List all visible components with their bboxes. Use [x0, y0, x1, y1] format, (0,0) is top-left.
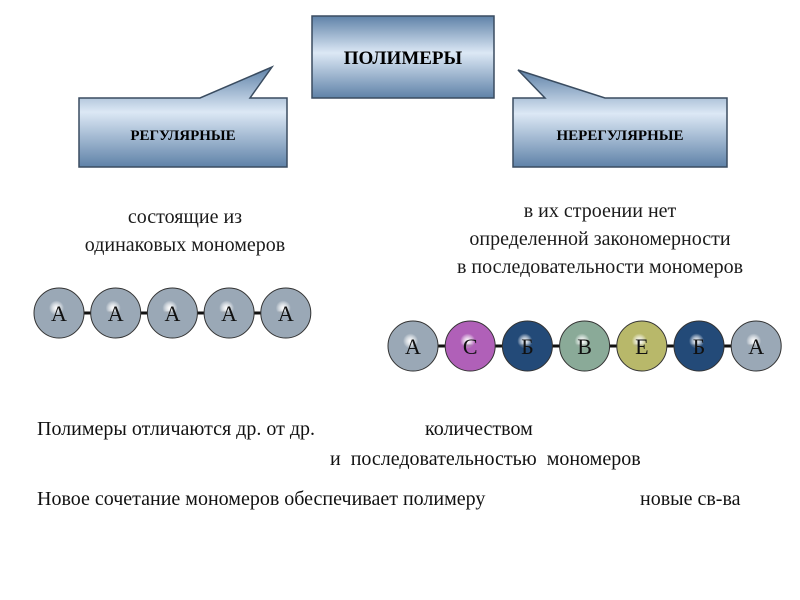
irregular-callout [512, 69, 728, 168]
statement-line1-prefix: Полимеры отличаются др. от др. [37, 418, 315, 440]
regular-chain-monomer-label: А [51, 301, 67, 326]
irregular-chain-monomer-label: С [463, 334, 478, 359]
regular-label: РЕГУЛЯРНЫЕ [130, 128, 235, 144]
irregular-chain-monomer-label: Б [521, 334, 534, 359]
irregular-chain-monomer [501, 320, 553, 372]
regular-chain-monomer [146, 287, 198, 339]
irregular-chain-monomer-label: А [405, 334, 421, 359]
statement-line1-answer: количеством [425, 418, 533, 440]
irregular-description-line: определенной закономерности [469, 228, 731, 250]
irregular-chain-monomer [616, 320, 668, 372]
regular-chain-monomer [90, 287, 142, 339]
regular-chain-monomer-label: А [221, 301, 237, 326]
irregular-description-line: в последовательности мономеров [456, 256, 744, 278]
irregular-label: НЕРЕГУЛЯРНЫЕ [557, 128, 684, 144]
irregular-chain-monomer-label: В [577, 334, 592, 359]
polymers-title: ПОЛИМЕРЫ [344, 48, 463, 69]
polymers-box [311, 15, 495, 99]
irregular-chain-monomer [387, 320, 439, 372]
irregular-chain-monomer-label: Б [693, 334, 706, 359]
irregular-chain-monomer-label: А [748, 334, 764, 359]
regular-chain-monomer-label: А [108, 301, 124, 326]
irregular-description: в их строении нет определенной закономер… [400, 197, 800, 281]
regular-chain-monomer [33, 287, 85, 339]
irregular-chain-monomer-label: Е [635, 334, 648, 359]
regular-chain-monomer-label: А [278, 301, 294, 326]
statement-line3-prefix: Новое сочетание мономеров обеспечивает п… [37, 488, 486, 510]
regular-chain-monomer [203, 287, 255, 339]
statement-line2: и последовательностью мономеров [330, 448, 641, 470]
regular-callout [78, 65, 288, 168]
irregular-chain-monomer [673, 320, 725, 372]
regular-chain-monomer [260, 287, 312, 339]
irregular-chain-monomer [559, 320, 611, 372]
regular-description: состоящие из одинаковых мономеров [40, 203, 330, 259]
irregular-description-line: в их строении нет [523, 200, 677, 222]
statement-line3-answer: новые св-ва [640, 488, 741, 510]
regular-description-line: одинаковых мономеров [84, 234, 286, 256]
regular-description-line: состоящие из [127, 206, 243, 228]
irregular-chain-monomer [730, 320, 782, 372]
irregular-chain-monomer [444, 320, 496, 372]
regular-chain-monomer-label: А [164, 301, 180, 326]
